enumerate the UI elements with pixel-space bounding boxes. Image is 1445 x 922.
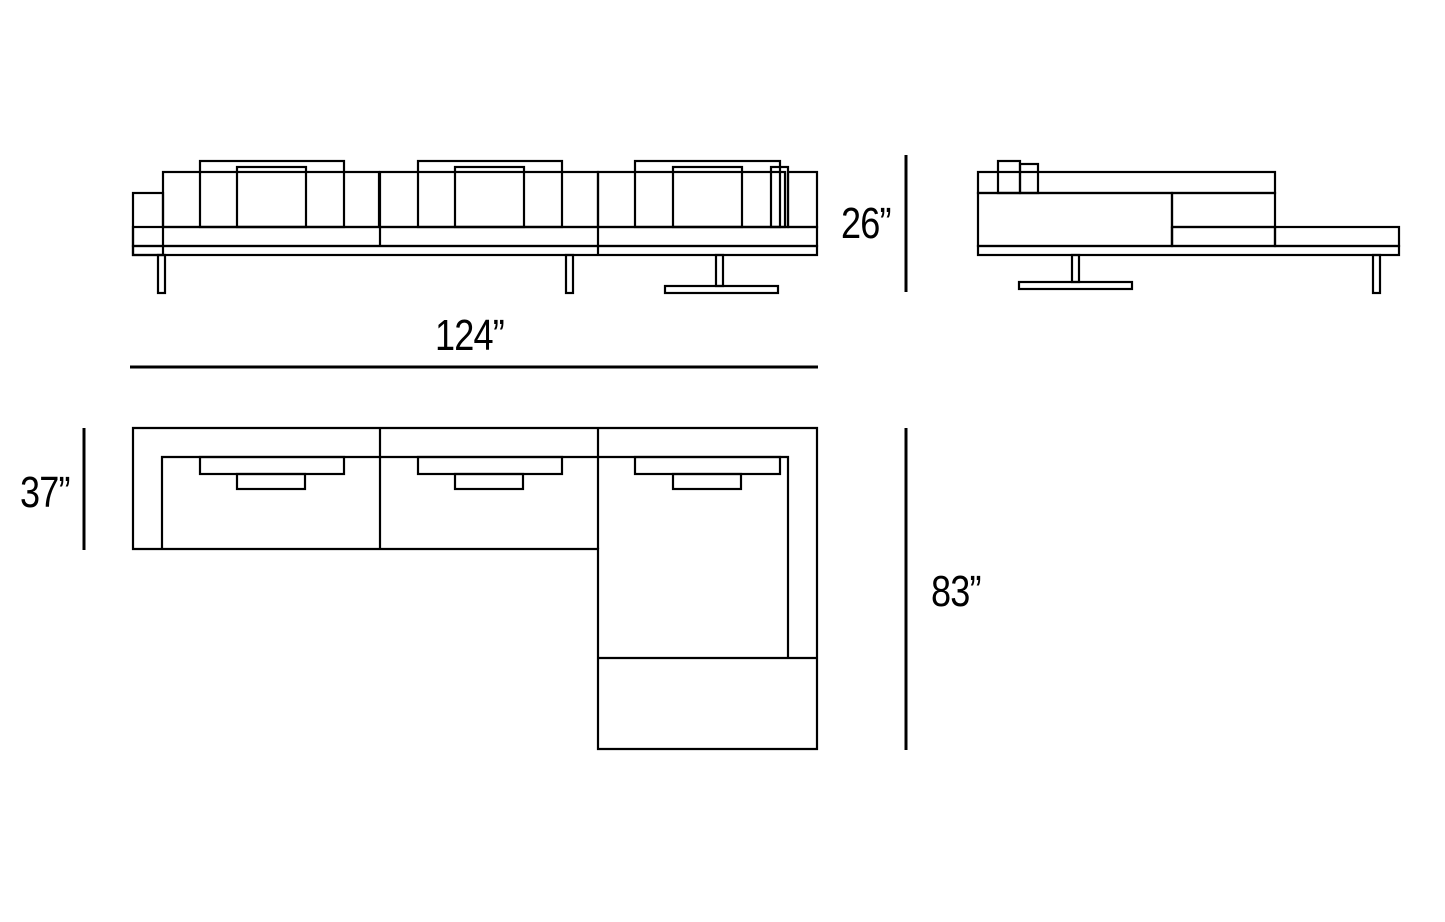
- width-label: 124”: [435, 311, 505, 360]
- depth-label: 37”: [20, 468, 71, 517]
- plan-view: [131, 426, 819, 751]
- chaise-length-label: 83”: [931, 567, 982, 616]
- front-elevation-view: [131, 159, 819, 295]
- height-label: 26”: [841, 199, 892, 248]
- side-elevation-view: [976, 159, 1401, 295]
